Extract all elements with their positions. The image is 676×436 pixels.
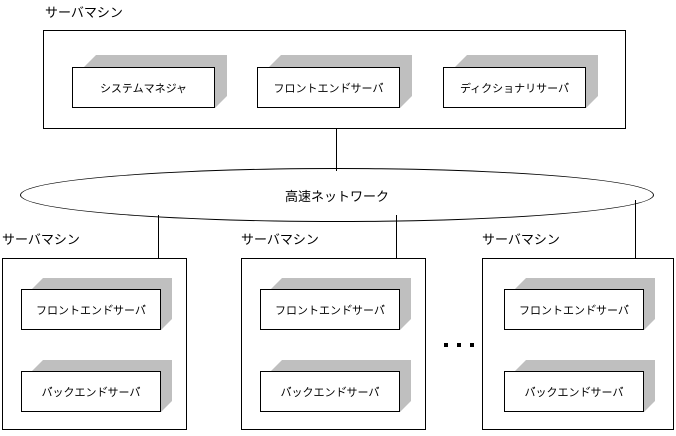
component-label: バ゙ックエンド゙サーバ゙	[41, 386, 141, 399]
bottom-machine-2-container	[241, 258, 426, 430]
component-label: バ゙ックエンド゙サーバ゙	[280, 386, 380, 399]
component-front-end-server: フロントエンド゙サーバ゙	[504, 278, 655, 330]
slab-side-face	[215, 55, 227, 108]
slab-front-face	[443, 67, 586, 108]
connector-network-to-machine-1	[158, 215, 159, 258]
component-dictionary-server: ディクショナリサーバ゙	[443, 55, 598, 108]
slab-top-face	[32, 360, 172, 371]
top-machine-container	[43, 30, 626, 129]
component-label: フロントエンド゙サーバ゙	[36, 304, 146, 317]
connector-network-to-machine-3	[635, 200, 636, 258]
slab-front-face	[504, 289, 644, 330]
component-label: フロントエンド゙サーバ゙	[273, 82, 384, 95]
component-front-end-server: フロントエンド゙サーバ゙	[257, 55, 412, 108]
component-label: フロントエンド゙サーバ゙	[275, 304, 385, 317]
slab-top-face	[271, 360, 411, 371]
ellipsis-indicator	[444, 343, 474, 347]
slab-front-face	[21, 371, 161, 412]
slab-front-face	[504, 371, 644, 412]
slab-top-face	[269, 55, 412, 67]
bottom-machine-2-caption: サーバマシン	[241, 232, 319, 247]
slab-top-face	[84, 55, 227, 67]
slab-top-face	[32, 278, 172, 289]
slab-side-face	[586, 55, 598, 108]
component-front-end-server: フロントエンド゙サーバ゙	[260, 278, 411, 330]
slab-side-face	[400, 55, 412, 108]
slab-top-face	[271, 278, 411, 289]
bottom-machine-1-caption: サーバマシン	[2, 232, 80, 247]
ellipsis-dot	[444, 343, 448, 347]
slab-top-face	[515, 360, 655, 371]
component-label: フロントエンド゙サーバ゙	[519, 304, 629, 317]
network-ellipse	[20, 168, 654, 222]
component-system-manager: システムマネジャ	[72, 55, 227, 108]
network-label: 高速ネットワーク	[284, 189, 389, 204]
slab-side-face	[400, 360, 411, 412]
component-back-end-server: バ゙ックエンド゙サーバ゙	[21, 360, 172, 412]
component-back-end-server: バ゙ックエンド゙サーバ゙	[504, 360, 655, 412]
top-machine-caption: サーバマシン	[45, 5, 123, 20]
slab-front-face	[257, 67, 400, 108]
slab-side-face	[644, 360, 655, 412]
bottom-machine-1-container	[2, 258, 187, 430]
component-back-end-server: バ゙ックエンド゙サーバ゙	[260, 360, 411, 412]
connector-top-machine-to-network	[336, 129, 337, 171]
connector-network-to-machine-2	[396, 215, 397, 258]
ellipsis-dot	[457, 343, 461, 347]
slab-front-face	[72, 67, 215, 108]
slab-side-face	[161, 360, 172, 412]
slab-top-face	[515, 278, 655, 289]
component-front-end-server: フロントエンド゙サーバ゙	[21, 278, 172, 330]
component-label: システムマネジャ	[99, 82, 188, 95]
slab-side-face	[161, 278, 172, 330]
slab-front-face	[260, 371, 400, 412]
slab-front-face	[260, 289, 400, 330]
bottom-machine-3-container	[482, 258, 674, 430]
slab-side-face	[400, 278, 411, 330]
slab-front-face	[21, 289, 161, 330]
bottom-machine-3-caption: サーバマシン	[482, 232, 560, 247]
ellipsis-dot	[470, 343, 474, 347]
slab-side-face	[644, 278, 655, 330]
component-label: バ゙ックエンド゙サーバ゙	[524, 386, 624, 399]
component-label: ディクショナリサーバ゙	[459, 82, 570, 95]
slab-top-face	[455, 55, 598, 67]
